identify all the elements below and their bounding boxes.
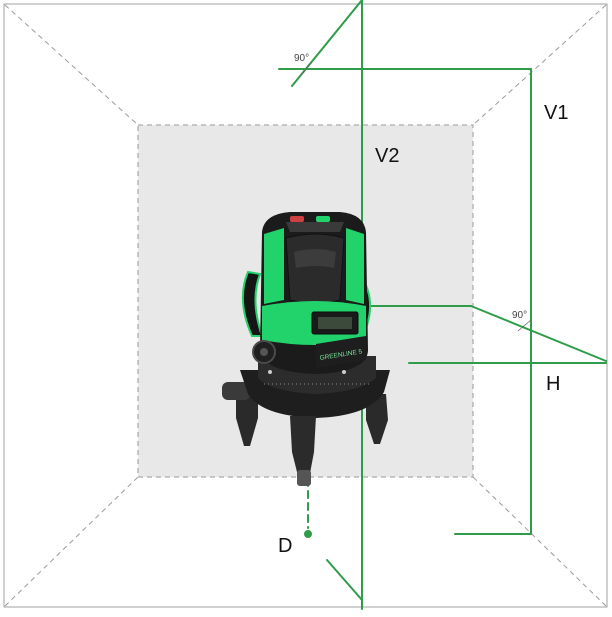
laser-line-v2-floor <box>326 559 363 601</box>
device-leg-front-tip <box>297 470 311 486</box>
label-d: D <box>278 535 292 557</box>
angle-label-top: 90° <box>294 53 309 64</box>
device-leg-right <box>366 394 388 444</box>
angle-markers <box>299 61 532 332</box>
device-top-laser-red <box>290 216 304 222</box>
device-green-panel-left <box>264 228 284 304</box>
angle-label-right: 90° <box>512 310 527 321</box>
label-v1: V1 <box>544 102 568 124</box>
label-v2: V2 <box>375 145 399 167</box>
device-foot-knob <box>222 382 250 400</box>
device-front-window-shine <box>294 249 336 268</box>
device-display-screen <box>318 317 352 329</box>
edge-bottom-right <box>472 476 607 607</box>
label-h: H <box>546 373 560 395</box>
laser-lines <box>278 0 607 610</box>
device-front-window <box>285 233 345 304</box>
device-top-window <box>286 222 344 232</box>
laser-line-h-diagonal <box>470 305 607 362</box>
edge-top-right <box>472 4 607 126</box>
device-brand-plate <box>316 336 366 368</box>
angle-marker-top <box>299 61 313 77</box>
room-perspective-edges <box>4 4 607 607</box>
device-green-panel-right <box>346 228 364 304</box>
angle-marker-right <box>517 319 532 332</box>
device-base-dot-right <box>342 370 346 374</box>
device-base-dot-left <box>268 370 272 374</box>
device-leg-left <box>236 392 258 446</box>
device-top-laser-green <box>316 216 330 222</box>
plumb-dot <box>304 530 312 538</box>
device-leg-front <box>290 416 316 484</box>
edge-top-left <box>4 4 139 126</box>
laser-level-device: GREENLINE 5 <box>222 212 390 486</box>
edge-bottom-left <box>4 476 139 607</box>
device-knob-center <box>260 348 268 356</box>
